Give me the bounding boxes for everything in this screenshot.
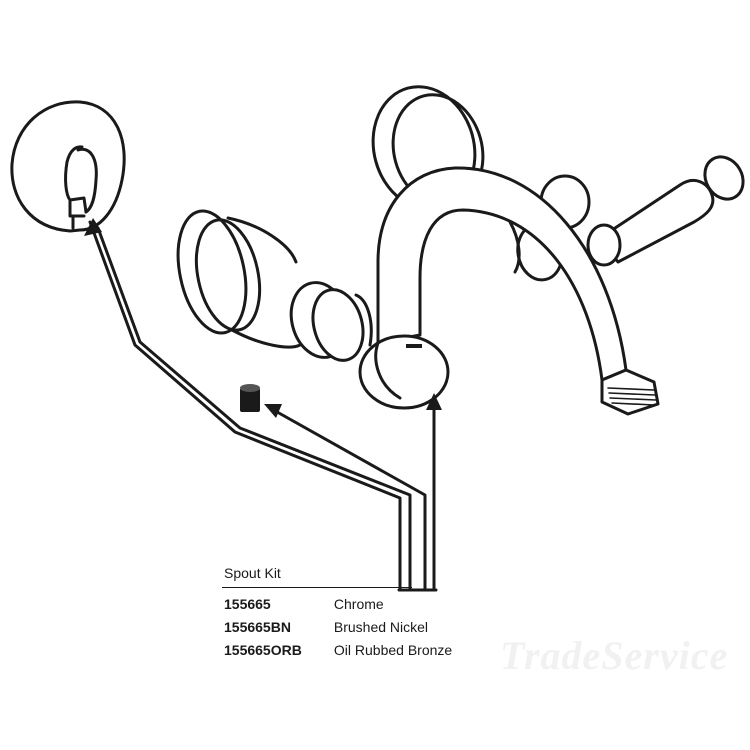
part-number: 155665ORB: [224, 642, 302, 658]
part-number: 155665: [224, 596, 271, 612]
left-valve-body: [176, 209, 373, 362]
watermark: TradeService: [500, 633, 729, 678]
split-ring-part: [10, 100, 126, 233]
set-screw: [240, 384, 260, 412]
lever-handle: [586, 155, 745, 267]
finish-label: Brushed Nickel: [333, 619, 429, 635]
part-number: 155665BN: [224, 619, 291, 635]
leader-lines: [84, 218, 442, 592]
finish-label: Oil Rubbed Bronze: [333, 642, 453, 658]
finish-label: Chrome: [333, 596, 384, 612]
spout: [358, 166, 660, 416]
list-item: 155665 Chrome: [224, 596, 384, 612]
list-item: 155665ORB Oil Rubbed Bronze: [224, 642, 452, 658]
spout-kit-divider: [222, 587, 412, 588]
spout-kit-title: Spout Kit: [224, 565, 281, 581]
list-item: 155665BN Brushed Nickel: [224, 619, 428, 635]
spout-aerator-threads: [607, 387, 657, 406]
